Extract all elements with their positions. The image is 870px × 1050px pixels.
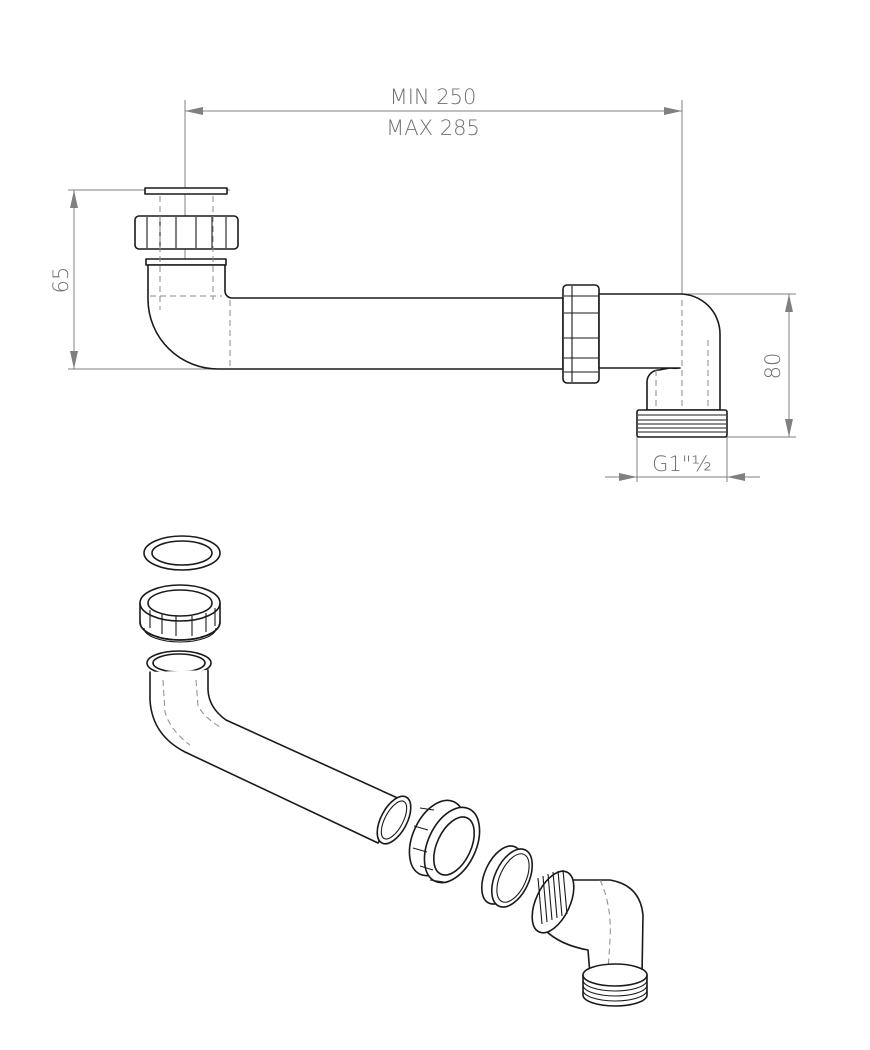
gasket-side (144, 187, 228, 195)
right-nut-side (562, 284, 600, 384)
thread-dimension: G1"½ (605, 437, 760, 482)
length-dimension: MIN 250 MAX 285 (184, 85, 683, 300)
top-nut-exploded (139, 584, 221, 643)
right-height-dimension: 80 (682, 293, 796, 438)
length-min-label: MIN 250 (390, 85, 477, 109)
top-collar-side (145, 258, 227, 266)
height-right-label: 80 (761, 353, 785, 380)
elbow-pipe-exploded (146, 650, 412, 845)
right-elbow-side (598, 293, 721, 411)
left-height-dimension: 65 (49, 189, 230, 370)
thread-label: G1"½ (652, 452, 712, 476)
length-max-label: MAX 285 (386, 116, 480, 140)
height-left-label: 65 (49, 267, 73, 294)
bushing-exploded (480, 845, 534, 908)
middle-nut-exploded (408, 799, 481, 884)
threaded-outlet-side (636, 409, 728, 438)
left-elbow-pipe (147, 264, 564, 370)
side-view: MIN 250 MAX 285 65 80 G (49, 85, 796, 482)
top-nut-side (134, 215, 239, 250)
exploded-view (139, 535, 648, 1007)
gasket-exploded (143, 535, 221, 571)
right-elbow-exploded (531, 869, 648, 1007)
